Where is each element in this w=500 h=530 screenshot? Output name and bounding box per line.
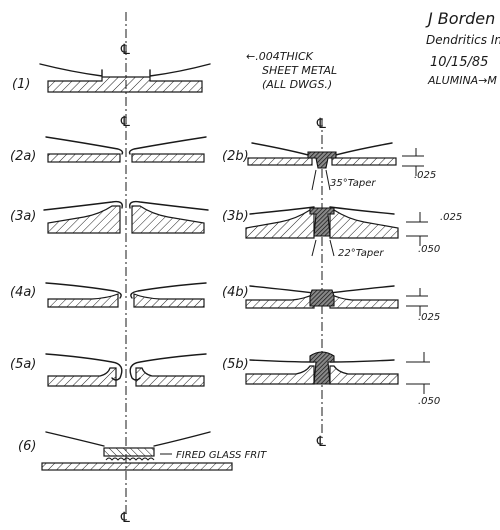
figure-4a: (4a) bbox=[10, 282, 207, 308]
title-block: J Borden Dendritics Inc 10/15/85 ALUMINA… bbox=[425, 9, 500, 87]
figure-label: (5a) bbox=[10, 357, 36, 372]
figure-label: (2a) bbox=[10, 149, 36, 164]
figure-label: (4a) bbox=[10, 285, 36, 300]
centerline-label-1: ℄ bbox=[119, 42, 132, 58]
sheet-note-1: ←.004THICK bbox=[246, 50, 314, 63]
figure-label: (3a) bbox=[10, 209, 36, 224]
centerline-label-2: ℄ bbox=[119, 114, 132, 130]
figure-5b: (5b) .050 bbox=[222, 351, 440, 407]
dim-025-2b: .025 bbox=[414, 170, 436, 181]
company-text: Dendritics Inc bbox=[426, 33, 500, 47]
dim-050-5b: .050 bbox=[418, 396, 440, 407]
figure-4b: (4b) .025 bbox=[222, 285, 440, 323]
figure-label: (2b) bbox=[222, 149, 249, 164]
dim-025-4b: .025 bbox=[418, 312, 440, 323]
figure-5a: (5a) bbox=[10, 353, 207, 387]
figure-label: (5b) bbox=[222, 357, 249, 372]
dim-025-3b: .025 bbox=[440, 212, 462, 223]
figure-label: (1) bbox=[12, 77, 30, 92]
figure-3a: (3a) bbox=[10, 200, 209, 234]
figure-2a: (2a) bbox=[10, 136, 207, 164]
figure-3b: (3b) 22°Taper .025 .050 bbox=[222, 206, 462, 259]
centerline-label-3: ℄ bbox=[119, 510, 132, 526]
date-text: 10/15/85 bbox=[430, 55, 488, 70]
figure-label: (6) bbox=[18, 439, 36, 454]
taper-35-label: 35°Taper bbox=[330, 178, 376, 189]
centerline-label-5: ℄ bbox=[315, 434, 328, 450]
figure-label: (3b) bbox=[222, 209, 249, 224]
material-text: ALUMINA→M bbox=[427, 74, 497, 87]
figure-label: (4b) bbox=[222, 285, 249, 300]
figure-1: (1) ←.004THICK SHEET METAL (ALL DWGS.) bbox=[12, 50, 337, 93]
dim-050-3b: .050 bbox=[418, 244, 440, 255]
sheet-note-2: SHEET METAL bbox=[262, 64, 337, 77]
figure-6: (6) FIRED GLASS FRIT bbox=[18, 431, 267, 471]
frit-label: FIRED GLASS FRIT bbox=[176, 450, 267, 461]
centerline-label-4: ℄ bbox=[315, 116, 328, 132]
taper-22-label: 22°Taper bbox=[338, 248, 384, 259]
sheet-note-3: (ALL DWGS.) bbox=[262, 78, 332, 91]
author-text: J Borden bbox=[425, 9, 495, 28]
figure-2b: (2b) 35°Taper .025 bbox=[222, 142, 436, 191]
